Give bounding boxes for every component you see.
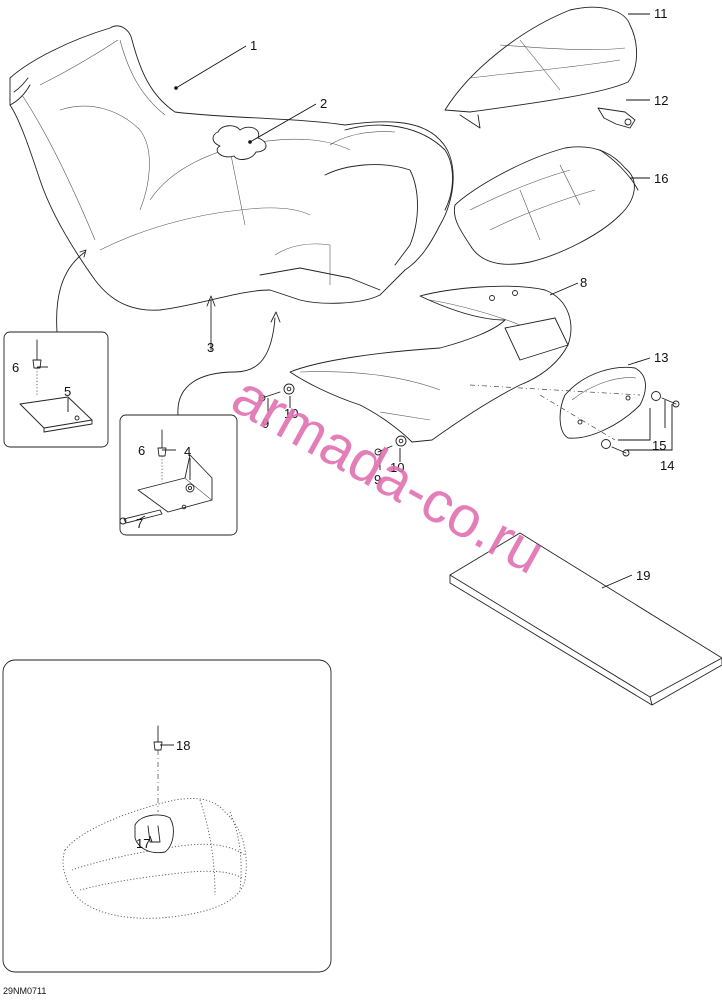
- storage-tray-part-16: [453, 146, 639, 265]
- latch-part-12: [597, 107, 636, 129]
- callout-3: 3: [207, 340, 214, 355]
- detail-box-bracket-5: [3, 249, 109, 448]
- callout-13: 13: [654, 350, 668, 365]
- drawing-code: 29NM0711: [3, 986, 46, 996]
- callout-labels: 1 2 3 4 5 6 6 7 8 9 10 9 10 11 12 13 14 …: [12, 6, 674, 851]
- callout-4: 4: [184, 444, 191, 459]
- callout-7: 7: [136, 516, 143, 531]
- seat-assembly: [9, 25, 454, 311]
- fastener-set-lower: [374, 435, 407, 456]
- leader-lines: [37, 13, 673, 843]
- callout-12: 12: [654, 93, 668, 108]
- callout-19: 19: [636, 568, 650, 583]
- callout-14: 14: [660, 458, 674, 473]
- callout-5: 5: [64, 384, 71, 399]
- callout-6a: 6: [12, 360, 19, 375]
- fastener-set-upper: [258, 383, 295, 402]
- callout-15: 15: [652, 438, 666, 453]
- callout-10b: 10: [390, 460, 404, 475]
- top-cover-part-11: [444, 6, 637, 129]
- callout-6b: 6: [138, 443, 145, 458]
- callout-8: 8: [580, 275, 587, 290]
- detail-box-bracket-4: [119, 311, 281, 536]
- rear-fender-part-8: [289, 285, 572, 443]
- callout-16: 16: [654, 171, 668, 186]
- callout-11: 11: [654, 6, 668, 21]
- callout-1: 1: [250, 38, 257, 53]
- callout-9a: 9: [262, 416, 269, 431]
- foam-pad-part-19: [449, 532, 722, 706]
- callout-9b: 9: [374, 472, 381, 487]
- callout-18: 18: [176, 738, 190, 753]
- seat-emblem: [212, 125, 267, 160]
- taillight-part-13: [559, 366, 646, 439]
- callout-10a: 10: [284, 406, 298, 421]
- detail-box-clip-17: [2, 659, 332, 973]
- callout-2: 2: [320, 96, 327, 111]
- callout-17: 17: [136, 836, 150, 851]
